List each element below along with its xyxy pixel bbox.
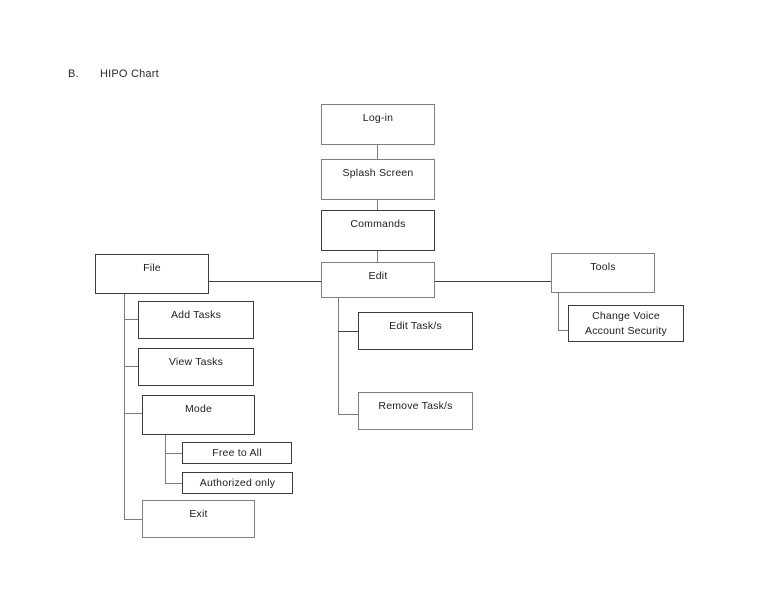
connector-splash-commands bbox=[377, 200, 378, 210]
node-free-to-all[interactable]: Free to All bbox=[182, 442, 292, 464]
node-free-to-all-label: Free to All bbox=[212, 446, 262, 459]
node-commands-label: Commands bbox=[350, 218, 406, 230]
node-edit[interactable]: Edit bbox=[321, 262, 435, 298]
node-edit-label: Edit bbox=[368, 270, 388, 282]
node-change-voice-account-security-label: Change Voice Account Security bbox=[585, 310, 667, 337]
node-edit-tasks-label: Edit Task/s bbox=[389, 320, 442, 332]
connector-tools-spine bbox=[558, 293, 559, 330]
connector-file-view-tasks bbox=[124, 366, 138, 367]
node-add-tasks[interactable]: Add Tasks bbox=[138, 301, 254, 339]
node-remove-tasks-label: Remove Task/s bbox=[378, 400, 453, 412]
node-view-tasks[interactable]: View Tasks bbox=[138, 348, 254, 386]
connector-edit-edit-tasks bbox=[338, 331, 358, 332]
connector-file-mode bbox=[124, 413, 142, 414]
connector-mode-authorized-only bbox=[165, 483, 182, 484]
node-tools-label: Tools bbox=[590, 261, 616, 273]
node-exit-label: Exit bbox=[189, 508, 208, 520]
connector-file-add-tasks bbox=[124, 319, 138, 320]
connector-mode-free-to-all bbox=[165, 453, 182, 454]
connector-edit-remove-tasks bbox=[338, 414, 358, 415]
connector-edit-spine bbox=[338, 298, 339, 414]
node-login[interactable]: Log-in bbox=[321, 104, 435, 145]
node-remove-tasks[interactable]: Remove Task/s bbox=[358, 392, 473, 430]
node-splash-screen-label: Splash Screen bbox=[342, 167, 414, 179]
node-tools[interactable]: Tools bbox=[551, 253, 655, 293]
node-commands[interactable]: Commands bbox=[321, 210, 435, 251]
node-view-tasks-label: View Tasks bbox=[168, 356, 224, 368]
node-login-label: Log-in bbox=[362, 112, 394, 124]
connector-login-splash bbox=[377, 145, 378, 159]
node-mode[interactable]: Mode bbox=[142, 395, 255, 435]
node-splash-screen[interactable]: Splash Screen bbox=[321, 159, 435, 200]
connector-mode-spine bbox=[165, 435, 166, 484]
connector-file-spine bbox=[124, 294, 125, 519]
connector-edit-tools bbox=[435, 281, 551, 282]
node-file[interactable]: File bbox=[95, 254, 209, 294]
node-file-label: File bbox=[143, 262, 161, 274]
connector-tools-change-voice bbox=[558, 330, 568, 331]
page-title-text: HIPO Chart bbox=[100, 68, 159, 80]
node-exit[interactable]: Exit bbox=[142, 500, 255, 538]
connector-commands-edit bbox=[377, 251, 378, 262]
node-mode-label: Mode bbox=[184, 403, 213, 415]
node-edit-tasks[interactable]: Edit Task/s bbox=[358, 312, 473, 350]
page-title-letter: B. bbox=[68, 68, 79, 80]
node-authorized-only[interactable]: Authorized only bbox=[182, 472, 293, 494]
node-add-tasks-label: Add Tasks bbox=[170, 309, 222, 321]
node-authorized-only-label: Authorized only bbox=[199, 476, 276, 489]
connector-file-edit bbox=[209, 281, 321, 282]
node-change-voice-account-security[interactable]: Change Voice Account Security bbox=[568, 305, 684, 342]
connector-file-exit bbox=[124, 519, 142, 520]
